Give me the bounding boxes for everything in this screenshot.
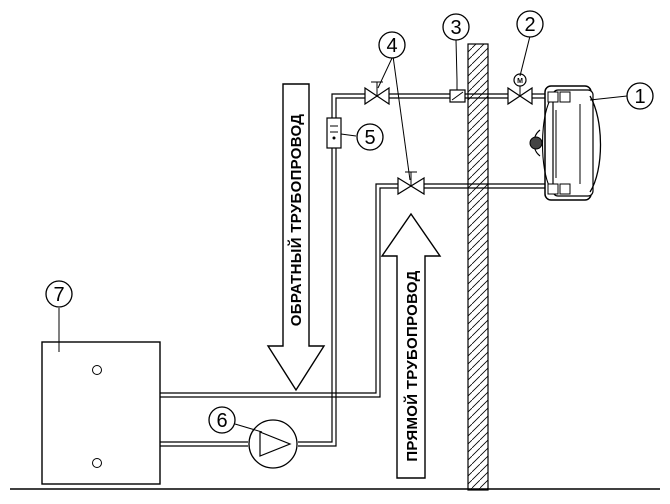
- svg-text:3: 3: [450, 17, 461, 39]
- svg-text:2: 2: [524, 14, 535, 36]
- supply-flow-arrow: ПРЯМОЙ ТРУБОПРОВОД: [380, 212, 442, 479]
- svg-text:5: 5: [364, 127, 375, 149]
- air-heater: [529, 85, 602, 201]
- svg-text:6: 6: [216, 410, 227, 432]
- shutoff-valve-lower: [397, 171, 425, 196]
- callout-4: 4: [378, 31, 406, 59]
- callout-leaders: [58, 35, 628, 433]
- svg-text:4: 4: [386, 35, 397, 57]
- svg-text:1: 1: [634, 86, 645, 108]
- callout-3: 3: [442, 13, 470, 41]
- supply-pipe-label: ПРЯМОЙ ТРУБОПРОВОД: [403, 270, 421, 461]
- return-pipe: [160, 93, 545, 447]
- actuator-valve: M: [507, 73, 533, 106]
- return-pipe-label: ОБРАТНЫЙ ТРУБОПРОВОД: [287, 114, 305, 326]
- flow-indicator: [326, 117, 342, 149]
- return-flow-arrow: ОБРАТНЫЙ ТРУБОПРОВОД: [266, 83, 326, 392]
- callout-7: 7: [45, 280, 73, 308]
- pump: [248, 419, 298, 469]
- shutoff-valve-upper: [364, 81, 390, 106]
- callout-2: 2: [516, 10, 544, 38]
- boiler-unit: [41, 341, 161, 485]
- callout-1: 1: [626, 82, 654, 110]
- svg-text:M: M: [517, 78, 523, 85]
- callout-5: 5: [356, 123, 384, 151]
- small-valve: [449, 80, 466, 103]
- callout-6: 6: [208, 406, 236, 434]
- wall: [467, 43, 489, 491]
- supply-pipe: [160, 183, 545, 398]
- svg-text:7: 7: [53, 284, 64, 306]
